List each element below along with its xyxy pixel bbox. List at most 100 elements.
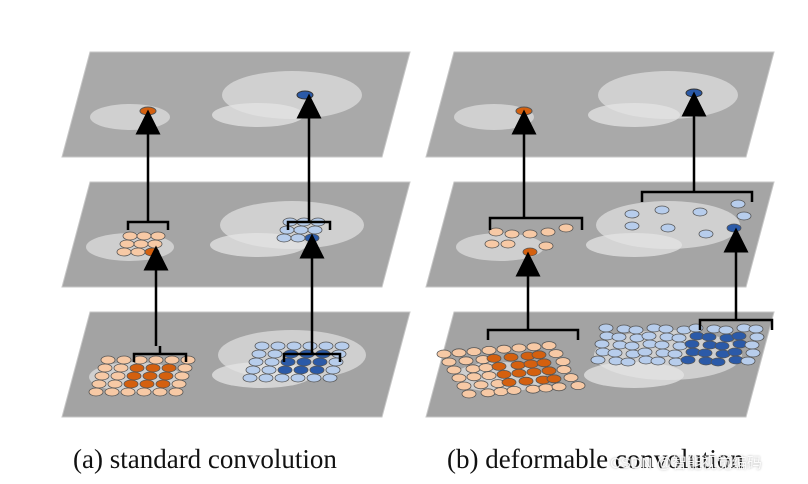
sample-point	[139, 379, 155, 389]
sample-point	[628, 325, 644, 335]
sample-point	[726, 223, 742, 233]
sample-point	[563, 373, 579, 383]
sample-point	[458, 356, 474, 366]
plane-top-deformable	[425, 51, 775, 158]
sample-point	[740, 356, 756, 366]
sample-point	[290, 373, 306, 383]
sample-point	[136, 387, 152, 397]
sample-point	[551, 382, 567, 392]
sample-point	[570, 381, 586, 391]
sample-point	[698, 229, 714, 239]
sample-point	[496, 369, 512, 379]
sample-point	[465, 364, 481, 374]
caption-deformable-convolution: (b) deformable convolution	[447, 444, 744, 474]
plane-bottom-standard	[61, 311, 411, 418]
sample-point	[116, 247, 132, 257]
sample-point	[680, 355, 696, 365]
sample-point	[744, 340, 760, 350]
sample-point	[624, 221, 640, 231]
sample-point	[119, 239, 135, 249]
sample-point	[296, 357, 312, 367]
sample-point	[286, 341, 302, 351]
sample-point	[270, 341, 286, 351]
sample-point	[526, 367, 542, 377]
brace-mid-right	[286, 214, 332, 230]
sample-point	[94, 371, 110, 381]
sample-point	[556, 365, 572, 375]
sample-point	[727, 347, 743, 357]
brace-bot-right-d	[698, 310, 774, 330]
sample-point	[293, 365, 309, 375]
sample-point	[441, 357, 457, 367]
sample-point	[620, 357, 636, 367]
orange-sample-grid	[88, 355, 196, 397]
sample-point	[748, 324, 764, 334]
sample-point	[473, 380, 489, 390]
plane-middle-standard	[61, 181, 411, 288]
sample-point	[731, 331, 747, 341]
sample-point	[660, 223, 676, 233]
sample-point	[318, 341, 334, 351]
brace-bot-right	[282, 346, 342, 362]
sample-point	[150, 231, 166, 241]
sample-point	[701, 332, 717, 342]
sample-point	[555, 357, 571, 367]
sample-point	[466, 347, 482, 357]
sample-point	[126, 371, 142, 381]
sample-point	[518, 376, 534, 386]
sample-point	[611, 332, 627, 342]
sample-point	[164, 355, 180, 365]
sample-point	[749, 332, 765, 342]
sample-point	[290, 233, 306, 243]
sample-point	[624, 341, 640, 351]
sample-point	[496, 344, 512, 354]
sample-point	[488, 227, 504, 237]
sample-point	[481, 371, 497, 381]
sample-point	[481, 345, 497, 355]
sample-point	[667, 349, 683, 359]
brace-bot-left	[132, 346, 188, 362]
sample-point	[538, 241, 554, 251]
sample-point	[484, 239, 500, 249]
sample-point	[309, 365, 325, 375]
plane-top-standard	[61, 51, 411, 158]
sample-point	[522, 247, 538, 257]
sample-point	[322, 373, 338, 383]
sample-point	[293, 225, 309, 235]
sample-point	[511, 343, 527, 353]
sample-point	[558, 223, 574, 233]
sample-point	[594, 339, 610, 349]
sample-point	[491, 361, 507, 371]
sample-point	[658, 324, 674, 334]
plane-bottom-deformable	[425, 311, 775, 418]
sample-point	[692, 207, 708, 217]
sample-point	[456, 381, 472, 391]
sample-point	[104, 387, 120, 397]
brace-mid-left	[126, 214, 170, 230]
sample-point	[130, 247, 146, 257]
sample-point	[478, 363, 494, 373]
sample-point	[503, 352, 519, 362]
brace-mid-right-d	[640, 182, 754, 202]
sample-point	[745, 348, 761, 358]
sample-point	[307, 225, 323, 235]
sample-point	[506, 385, 522, 395]
orange-3x3-grid	[116, 231, 166, 257]
sample-point	[147, 239, 163, 249]
sample-point	[671, 333, 687, 343]
sample-point	[541, 366, 557, 376]
sample-point	[148, 355, 164, 365]
sample-point	[650, 356, 666, 366]
sample-point	[654, 340, 670, 350]
sample-point	[174, 371, 190, 381]
sample-point	[312, 357, 328, 367]
sample-point	[152, 387, 168, 397]
sample-point	[624, 209, 640, 219]
sample-point	[546, 374, 562, 384]
sample-point	[171, 379, 187, 389]
sample-point	[168, 387, 184, 397]
sample-point	[304, 233, 320, 243]
orange-deformed-samples	[436, 341, 586, 399]
sample-point	[123, 379, 139, 389]
sample-point	[451, 348, 467, 358]
